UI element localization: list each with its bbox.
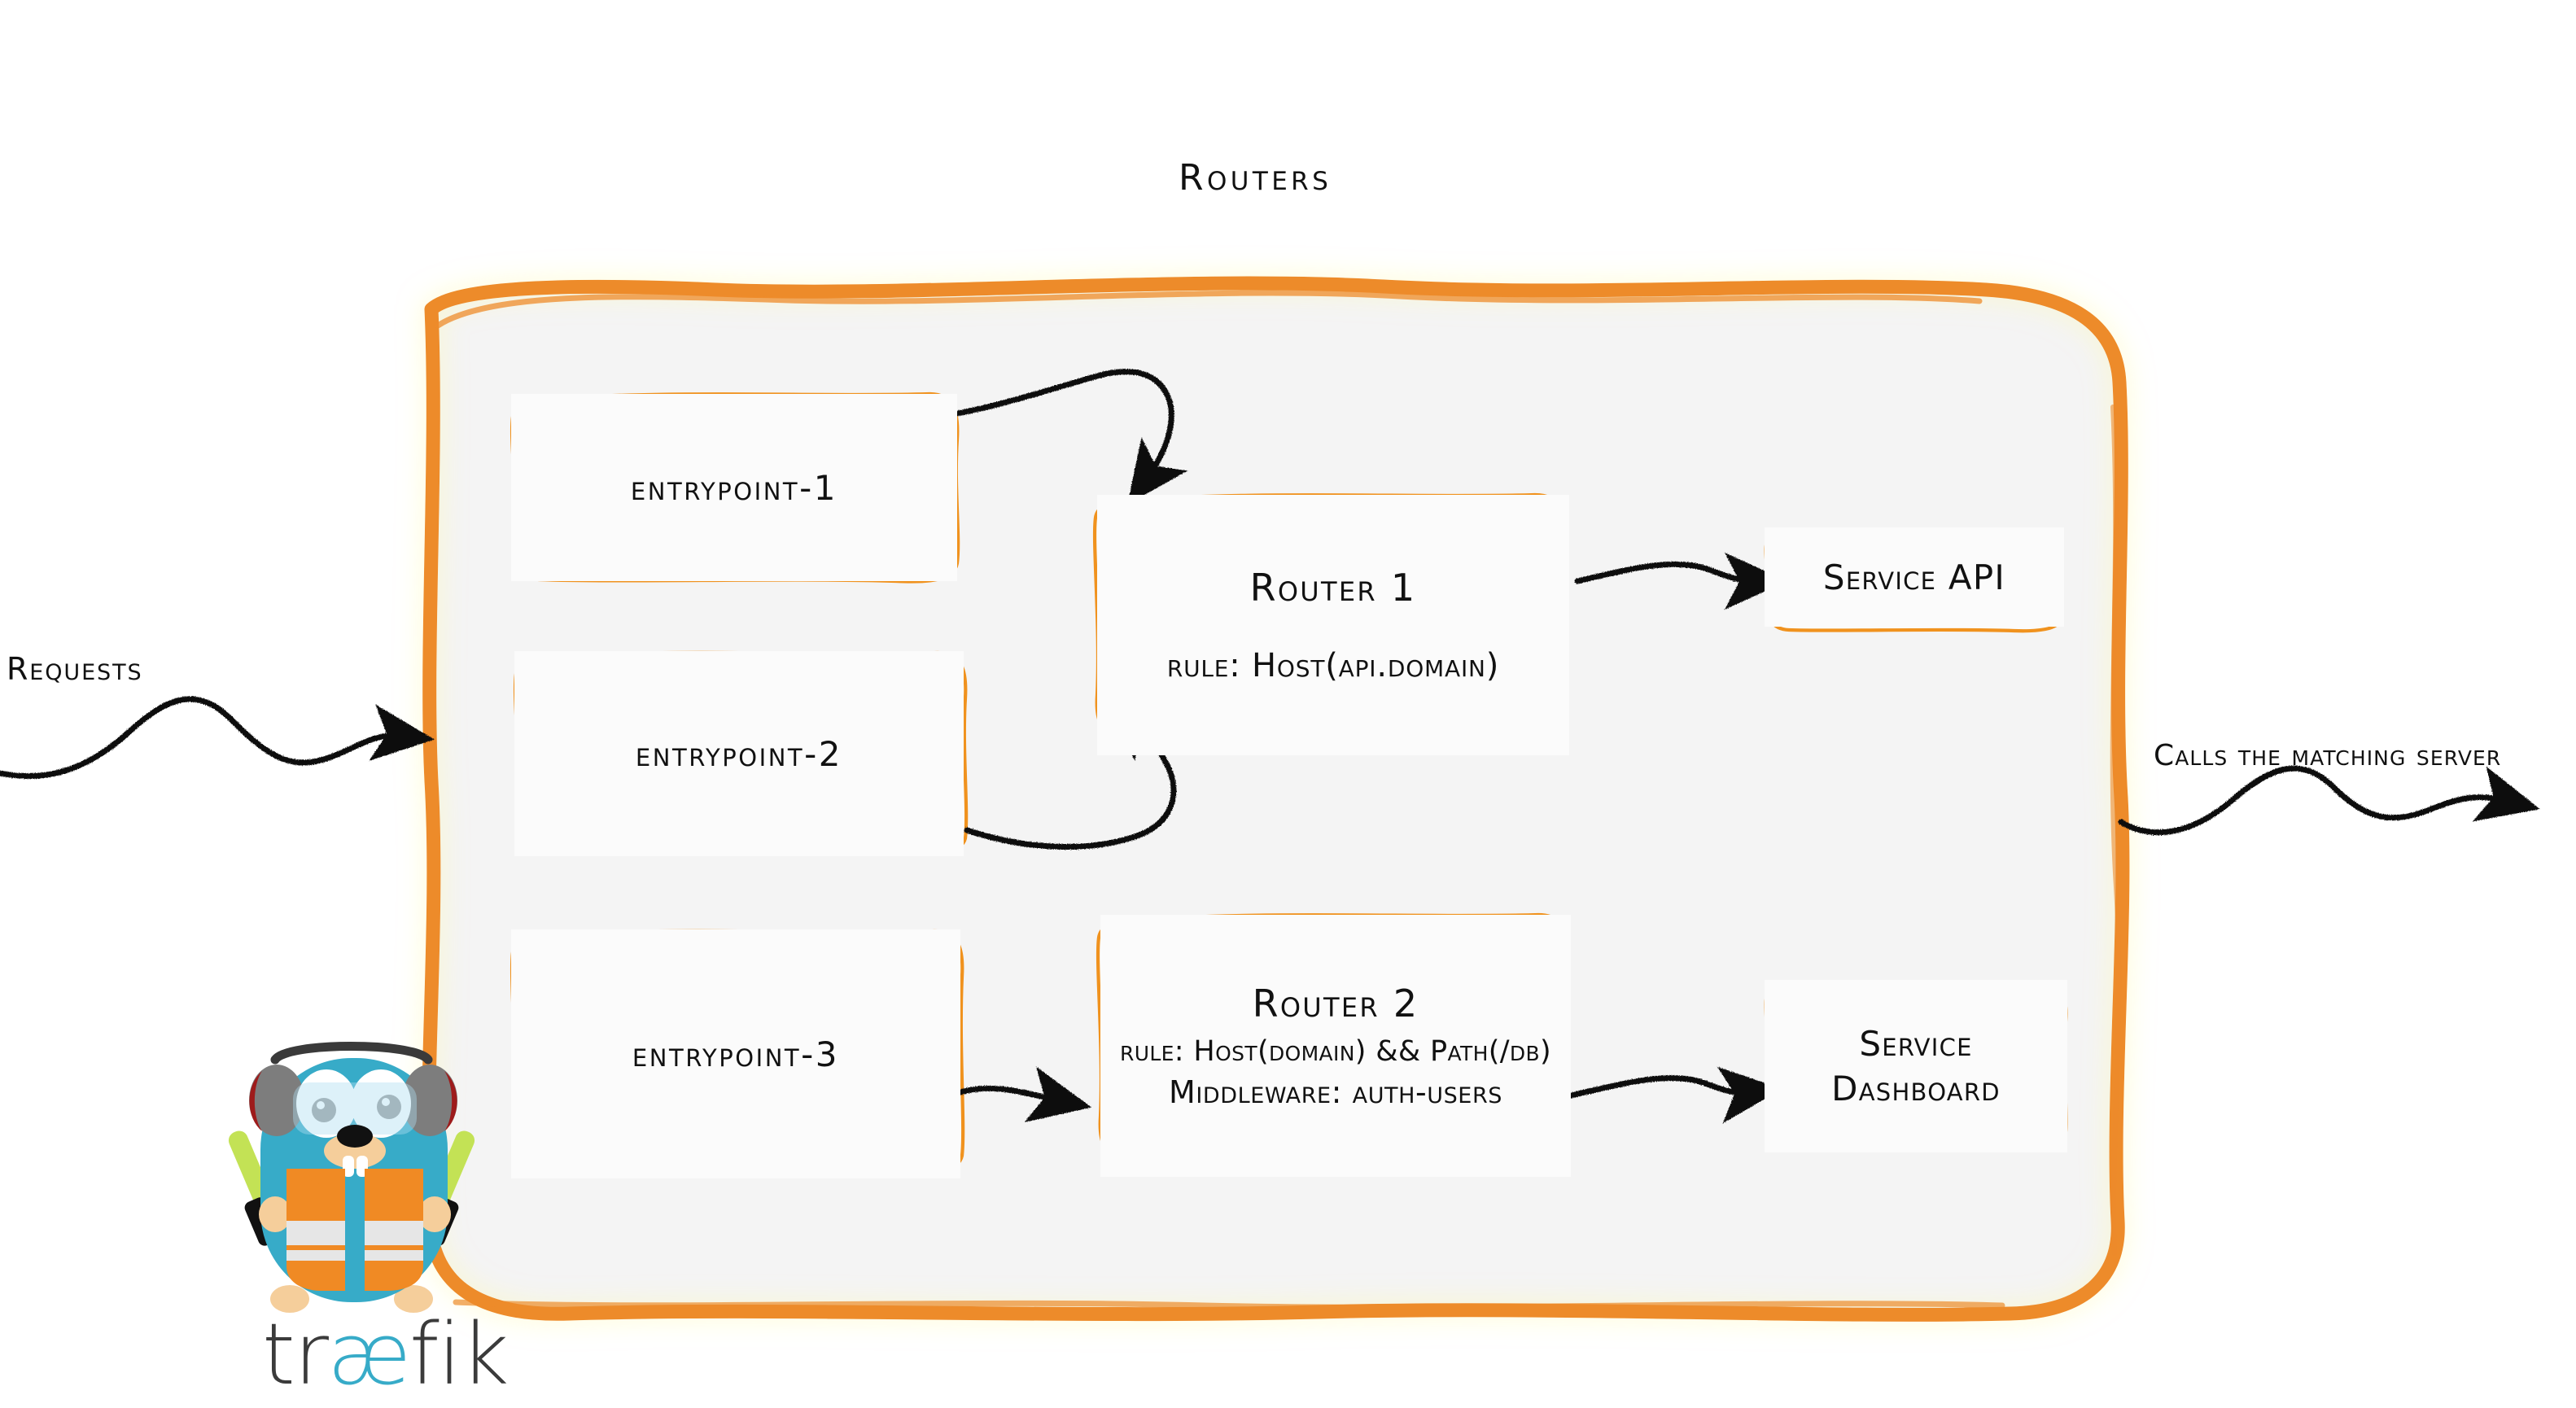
router-1-title: Router 1 <box>1249 566 1417 610</box>
entrypoint-2-label: entrypoint-2 <box>635 733 843 774</box>
router-2-rule: rule: Host(domain) && Path(/db) <box>1120 1035 1551 1068</box>
ear-protector-right <box>402 1065 457 1136</box>
arrow-entrypoint3-to-router2 <box>957 1066 1092 1123</box>
page-title: Routers <box>1179 157 1332 199</box>
service-api-label: Service API <box>1822 557 2006 597</box>
wordmark-ae-ligature: æ <box>327 1305 410 1404</box>
traefik-wordmark: træfik <box>262 1312 510 1397</box>
router-2-title: Router 2 <box>1252 982 1419 1025</box>
router-2-box[interactable]: Router 2 rule: Host(domain) && Path(/db)… <box>1100 915 1571 1177</box>
traefik-gopher-mascot <box>228 1042 475 1313</box>
service-dashboard-label-line1: Service <box>1859 1023 1973 1064</box>
service-api-box[interactable]: Service API <box>1765 527 2064 627</box>
service-dashboard-label-line2: Dashboard <box>1831 1069 2001 1108</box>
entrypoint-3-box[interactable]: entrypoint-3 <box>511 929 960 1178</box>
arrow-requests-to-panel <box>0 696 435 780</box>
arrow-entrypoint1-to-router1 <box>954 369 1187 505</box>
arrow-panel-to-outgoing <box>2118 765 2540 836</box>
arrow-router1-to-serviceapi <box>1574 552 1787 610</box>
router-1-box[interactable]: Router 1 rule: Host(api.domain) <box>1097 495 1569 755</box>
entrypoint-2-box[interactable]: entrypoint-2 <box>514 651 964 856</box>
wordmark-suffix: fik <box>409 1305 510 1404</box>
safety-vest <box>286 1169 423 1291</box>
entrypoint-1-label: entrypoint-1 <box>630 467 838 508</box>
calls-matching-server-label: Calls the matching server <box>2154 739 2502 772</box>
arrow-router2-to-dashboard <box>1568 1066 1782 1124</box>
entrypoint-1-box[interactable]: entrypoint-1 <box>511 394 957 581</box>
wordmark-prefix: tr <box>262 1305 329 1404</box>
entrypoint-3-label: entrypoint-3 <box>632 1034 840 1074</box>
ear-protector-left <box>249 1065 304 1136</box>
router-1-rule: rule: Host(api.domain) <box>1166 647 1500 684</box>
router-2-middleware: Middleware: auth-users <box>1169 1074 1502 1110</box>
requests-label: Requests <box>7 651 143 687</box>
service-dashboard-box[interactable]: Service Dashboard <box>1765 980 2067 1152</box>
